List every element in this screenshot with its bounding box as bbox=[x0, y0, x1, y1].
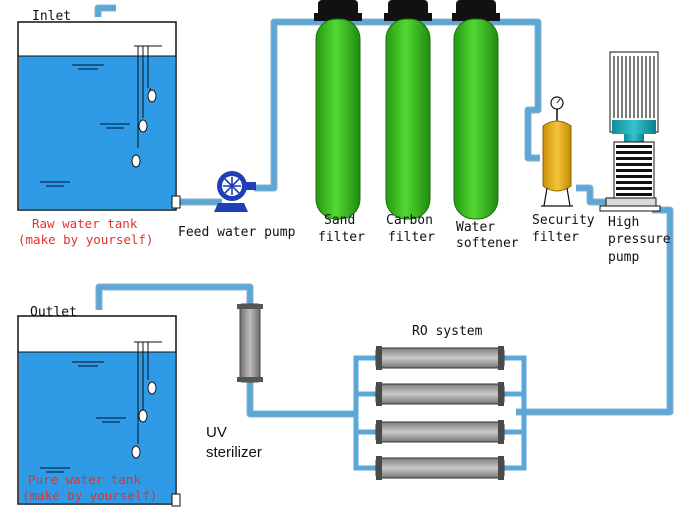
raw-water-body bbox=[19, 56, 175, 209]
hp-pump-sublabel-1: pressure bbox=[608, 232, 671, 247]
pump-stage bbox=[616, 151, 652, 154]
uv-sterilizer-label: UV bbox=[206, 424, 227, 441]
outlet-label: Outlet bbox=[30, 305, 77, 320]
water-softener bbox=[452, 0, 500, 220]
pure-tank-sublabel: (make by yourself) bbox=[22, 488, 157, 503]
sand-filter bbox=[314, 0, 362, 220]
pump-stage bbox=[616, 145, 652, 148]
ro-membrane-tube bbox=[375, 456, 505, 480]
ro-system bbox=[353, 346, 527, 480]
raw-level-switch bbox=[131, 45, 162, 168]
outlet-pipe bbox=[96, 284, 253, 310]
softener-label: Water bbox=[456, 220, 495, 235]
pump-stage bbox=[616, 181, 652, 184]
pump-to-filters-pipe bbox=[254, 19, 541, 191]
softener-sublabel: softener bbox=[456, 236, 519, 251]
sand-filter-label: Sand bbox=[324, 213, 355, 228]
pump-stage bbox=[616, 187, 652, 190]
feed-pump-label: Feed water pump bbox=[178, 225, 296, 240]
pure-water-body bbox=[19, 352, 175, 503]
pump-stage bbox=[616, 193, 652, 196]
security-to-hp-pipe bbox=[576, 185, 614, 205]
pure-tank-label: Pure water tank bbox=[28, 472, 141, 487]
hp-to-ro-pipe bbox=[516, 207, 673, 415]
ro-membrane-tube bbox=[375, 420, 505, 444]
raw-tank-outlet-fitting bbox=[171, 195, 181, 209]
vertical-multistage-pump-icon bbox=[599, 51, 661, 212]
raw-tank-label: Raw water tank bbox=[32, 216, 138, 231]
pipe-network bbox=[94, 4, 674, 418]
pure-water-tank bbox=[17, 315, 181, 507]
pump-stage bbox=[616, 157, 652, 160]
pure-level-switch bbox=[131, 341, 162, 459]
pressure-gauge-icon bbox=[550, 96, 564, 124]
labels: Inlet Outlet Raw water tank (make by you… bbox=[18, 9, 671, 503]
inlet-label: Inlet bbox=[32, 9, 71, 24]
ro-membrane-tube bbox=[375, 382, 505, 406]
security-filter bbox=[541, 96, 573, 207]
pump-stage bbox=[616, 175, 652, 178]
carbon-filter bbox=[384, 0, 432, 220]
carbon-filter-sublabel: filter bbox=[388, 230, 435, 245]
ro-membrane-tube bbox=[375, 346, 505, 370]
security-filter-sublabel: filter bbox=[532, 230, 579, 245]
carbon-filter-label: Carbon bbox=[386, 213, 433, 228]
raw-tank-sublabel: (make by yourself) bbox=[18, 232, 153, 247]
security-filter-label: Security bbox=[532, 213, 595, 228]
hp-pump-label: High bbox=[608, 215, 639, 230]
uv-lamp-tube-icon bbox=[237, 303, 263, 383]
pump-stage bbox=[616, 169, 652, 172]
sand-filter-sublabel: filter bbox=[318, 230, 365, 245]
ro-system-label: RO system bbox=[412, 324, 483, 339]
uv-to-ro-pipe bbox=[247, 380, 356, 417]
pump-stage bbox=[616, 163, 652, 166]
raw-water-tank bbox=[17, 21, 181, 211]
uv-sterilizer-sublabel: sterilizer bbox=[206, 444, 262, 461]
hp-pump-sublabel-2: pump bbox=[608, 250, 639, 265]
centrifugal-pump-icon bbox=[214, 171, 256, 212]
inlet-pipe bbox=[95, 5, 116, 17]
